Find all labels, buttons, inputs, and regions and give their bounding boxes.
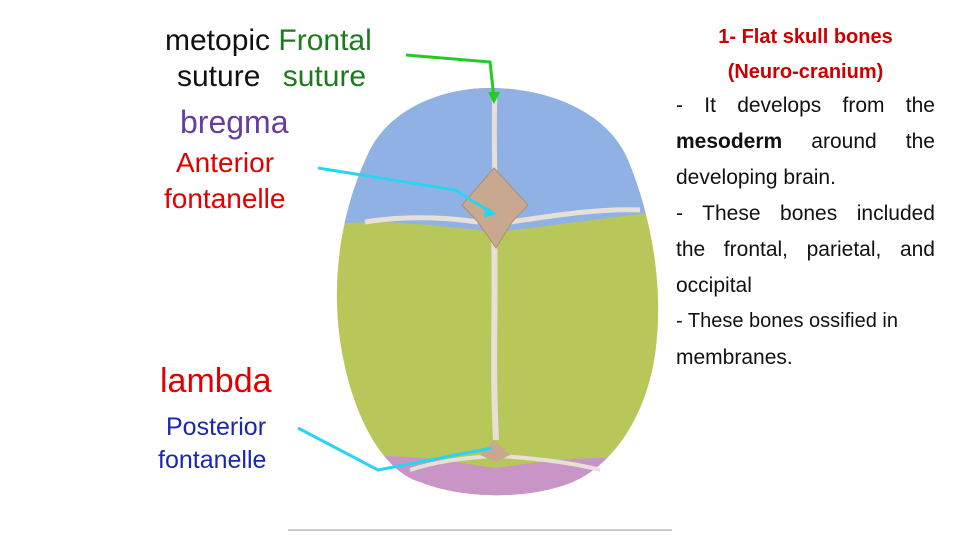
sagittal-suture — [491, 229, 499, 441]
paragraph-1-line-3: developing brain. — [676, 166, 836, 189]
anterior-fontanelle-pointer — [317, 166, 493, 215]
metopic-frontal-label: metopic Frontal — [165, 26, 372, 56]
posterior-fontanelle — [480, 440, 510, 462]
paragraph-2-line-3: occipital — [676, 274, 752, 297]
section-subtitle: (Neuro-cranium) — [727, 61, 884, 83]
paragraph-1-line-2: mesoderm around the — [676, 130, 935, 166]
paragraph-2-line-2: the frontal, parietal, and — [676, 238, 935, 261]
right-lambdoid-suture — [499, 454, 601, 472]
paragraph-1-line-1: - It develops from the — [676, 94, 935, 117]
paragraph-2-line-1: - These bones included — [676, 202, 935, 225]
frontal-suture-label: suture — [282, 60, 367, 93]
paragraph-3-line-1: - These bones ossified in — [676, 310, 898, 332]
anterior-fontanelle-pointer-arrow — [484, 206, 497, 218]
metopic-suture-label: suture — [177, 60, 261, 93]
posterior-fontanelle-label-1: Posterior — [166, 413, 267, 441]
posterior-fontanelle-pointer — [297, 426, 493, 472]
description-panel: 1- Flat skull bones (Neuro-cranium) - It… — [676, 26, 935, 382]
frontal-suture-pointer-arrow — [488, 92, 500, 104]
bregma-label: bregma — [180, 104, 289, 140]
frontal-label: Frontal — [278, 24, 372, 57]
mesoderm-term: mesoderm — [676, 130, 783, 153]
metopic-label: metopic — [165, 24, 271, 57]
paragraph-1-line-2-rest: around the — [782, 130, 935, 153]
anterior-fontanelle — [461, 167, 529, 249]
frontal-suture-pointer — [405, 53, 496, 99]
suture-labels: suture suture — [177, 62, 366, 92]
anterior-fontanelle-label-1: Anterior — [176, 147, 275, 178]
frontal-bone — [336, 88, 659, 232]
lambda-label: lambda — [160, 362, 272, 400]
paragraph-3-line-2: membranes. — [676, 346, 793, 369]
right-coronal-suture — [509, 207, 641, 225]
posterior-fontanelle-label-2: fontanelle — [158, 446, 267, 474]
left-coronal-suture — [364, 215, 479, 225]
anterior-fontanelle-label-2: fontanelle — [164, 183, 286, 214]
section-title: 1- Flat skull bones — [718, 26, 893, 48]
